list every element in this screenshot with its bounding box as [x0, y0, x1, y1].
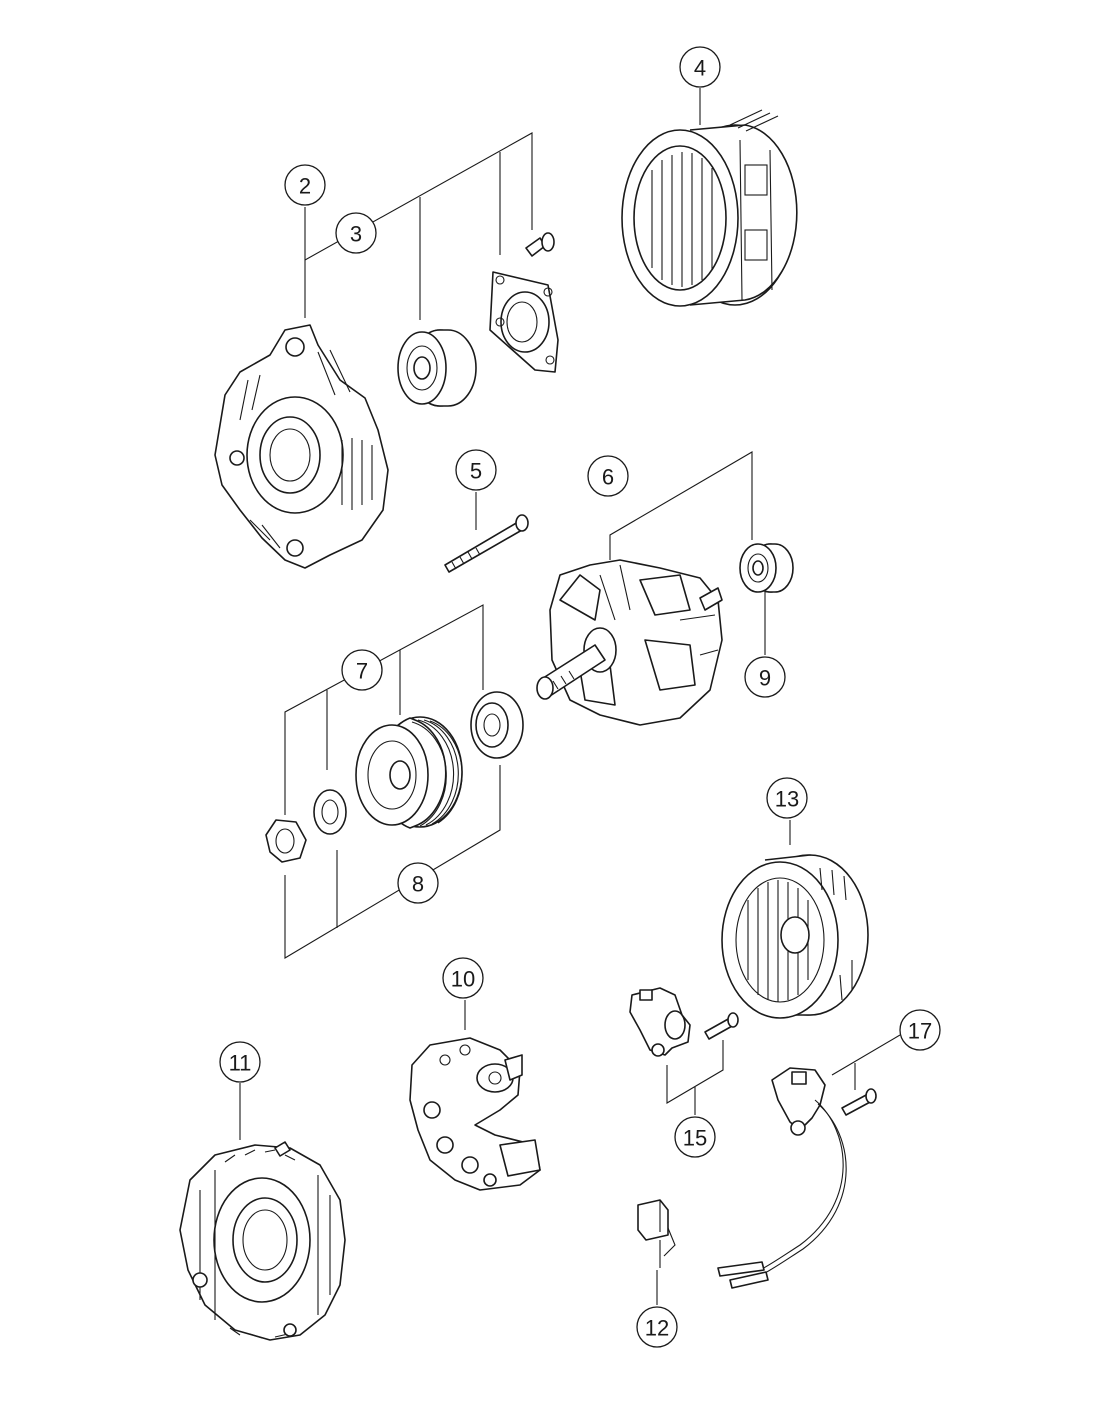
callout-9-label: 9 [759, 666, 771, 691]
callout-3: 3 [335, 212, 377, 254]
leader-lines [239, 88, 901, 1305]
capacitor [637, 1199, 676, 1268]
callout-10: 10 [442, 957, 484, 999]
front-bearing-set [397, 232, 559, 407]
front-housing [214, 324, 389, 569]
callout-15-label: 15 [683, 1126, 707, 1151]
fan [721, 854, 869, 1019]
rectifier [409, 1037, 541, 1191]
callout-13: 13 [766, 777, 808, 819]
pulley-set [265, 691, 524, 863]
callouts: 2 3 4 5 6 7 8 9 [219, 46, 941, 1348]
callout-10-label: 10 [451, 967, 475, 992]
callout-8-label: 8 [412, 872, 424, 897]
callout-5-label: 5 [470, 459, 482, 484]
callout-4: 4 [679, 46, 721, 88]
rear-housing [179, 1141, 346, 1341]
callout-7: 7 [341, 649, 383, 691]
callout-7-label: 7 [356, 659, 368, 684]
through-bolt [444, 514, 529, 573]
callout-4-label: 4 [694, 56, 706, 81]
callout-11: 11 [219, 1041, 261, 1083]
callout-5: 5 [455, 449, 497, 491]
callout-3-label: 3 [350, 222, 362, 247]
callout-17-label: 17 [908, 1019, 932, 1044]
regulator [629, 987, 739, 1057]
callout-11-label: 11 [229, 1051, 252, 1076]
callout-12: 12 [636, 1306, 678, 1348]
callout-8: 8 [397, 862, 439, 904]
callout-15: 15 [674, 1116, 716, 1158]
callout-2: 2 [284, 164, 326, 206]
rotor [536, 559, 723, 726]
callout-12-label: 12 [645, 1316, 669, 1341]
stator [621, 109, 798, 307]
callout-6: 6 [587, 455, 629, 497]
brush-holder-assembly [717, 1067, 877, 1289]
rear-bearing [739, 543, 794, 593]
callout-13-label: 13 [775, 787, 799, 812]
callout-2-label: 2 [299, 174, 311, 199]
callout-17: 17 [899, 1009, 941, 1051]
callout-6-label: 6 [602, 465, 614, 490]
callout-9: 9 [744, 656, 786, 698]
